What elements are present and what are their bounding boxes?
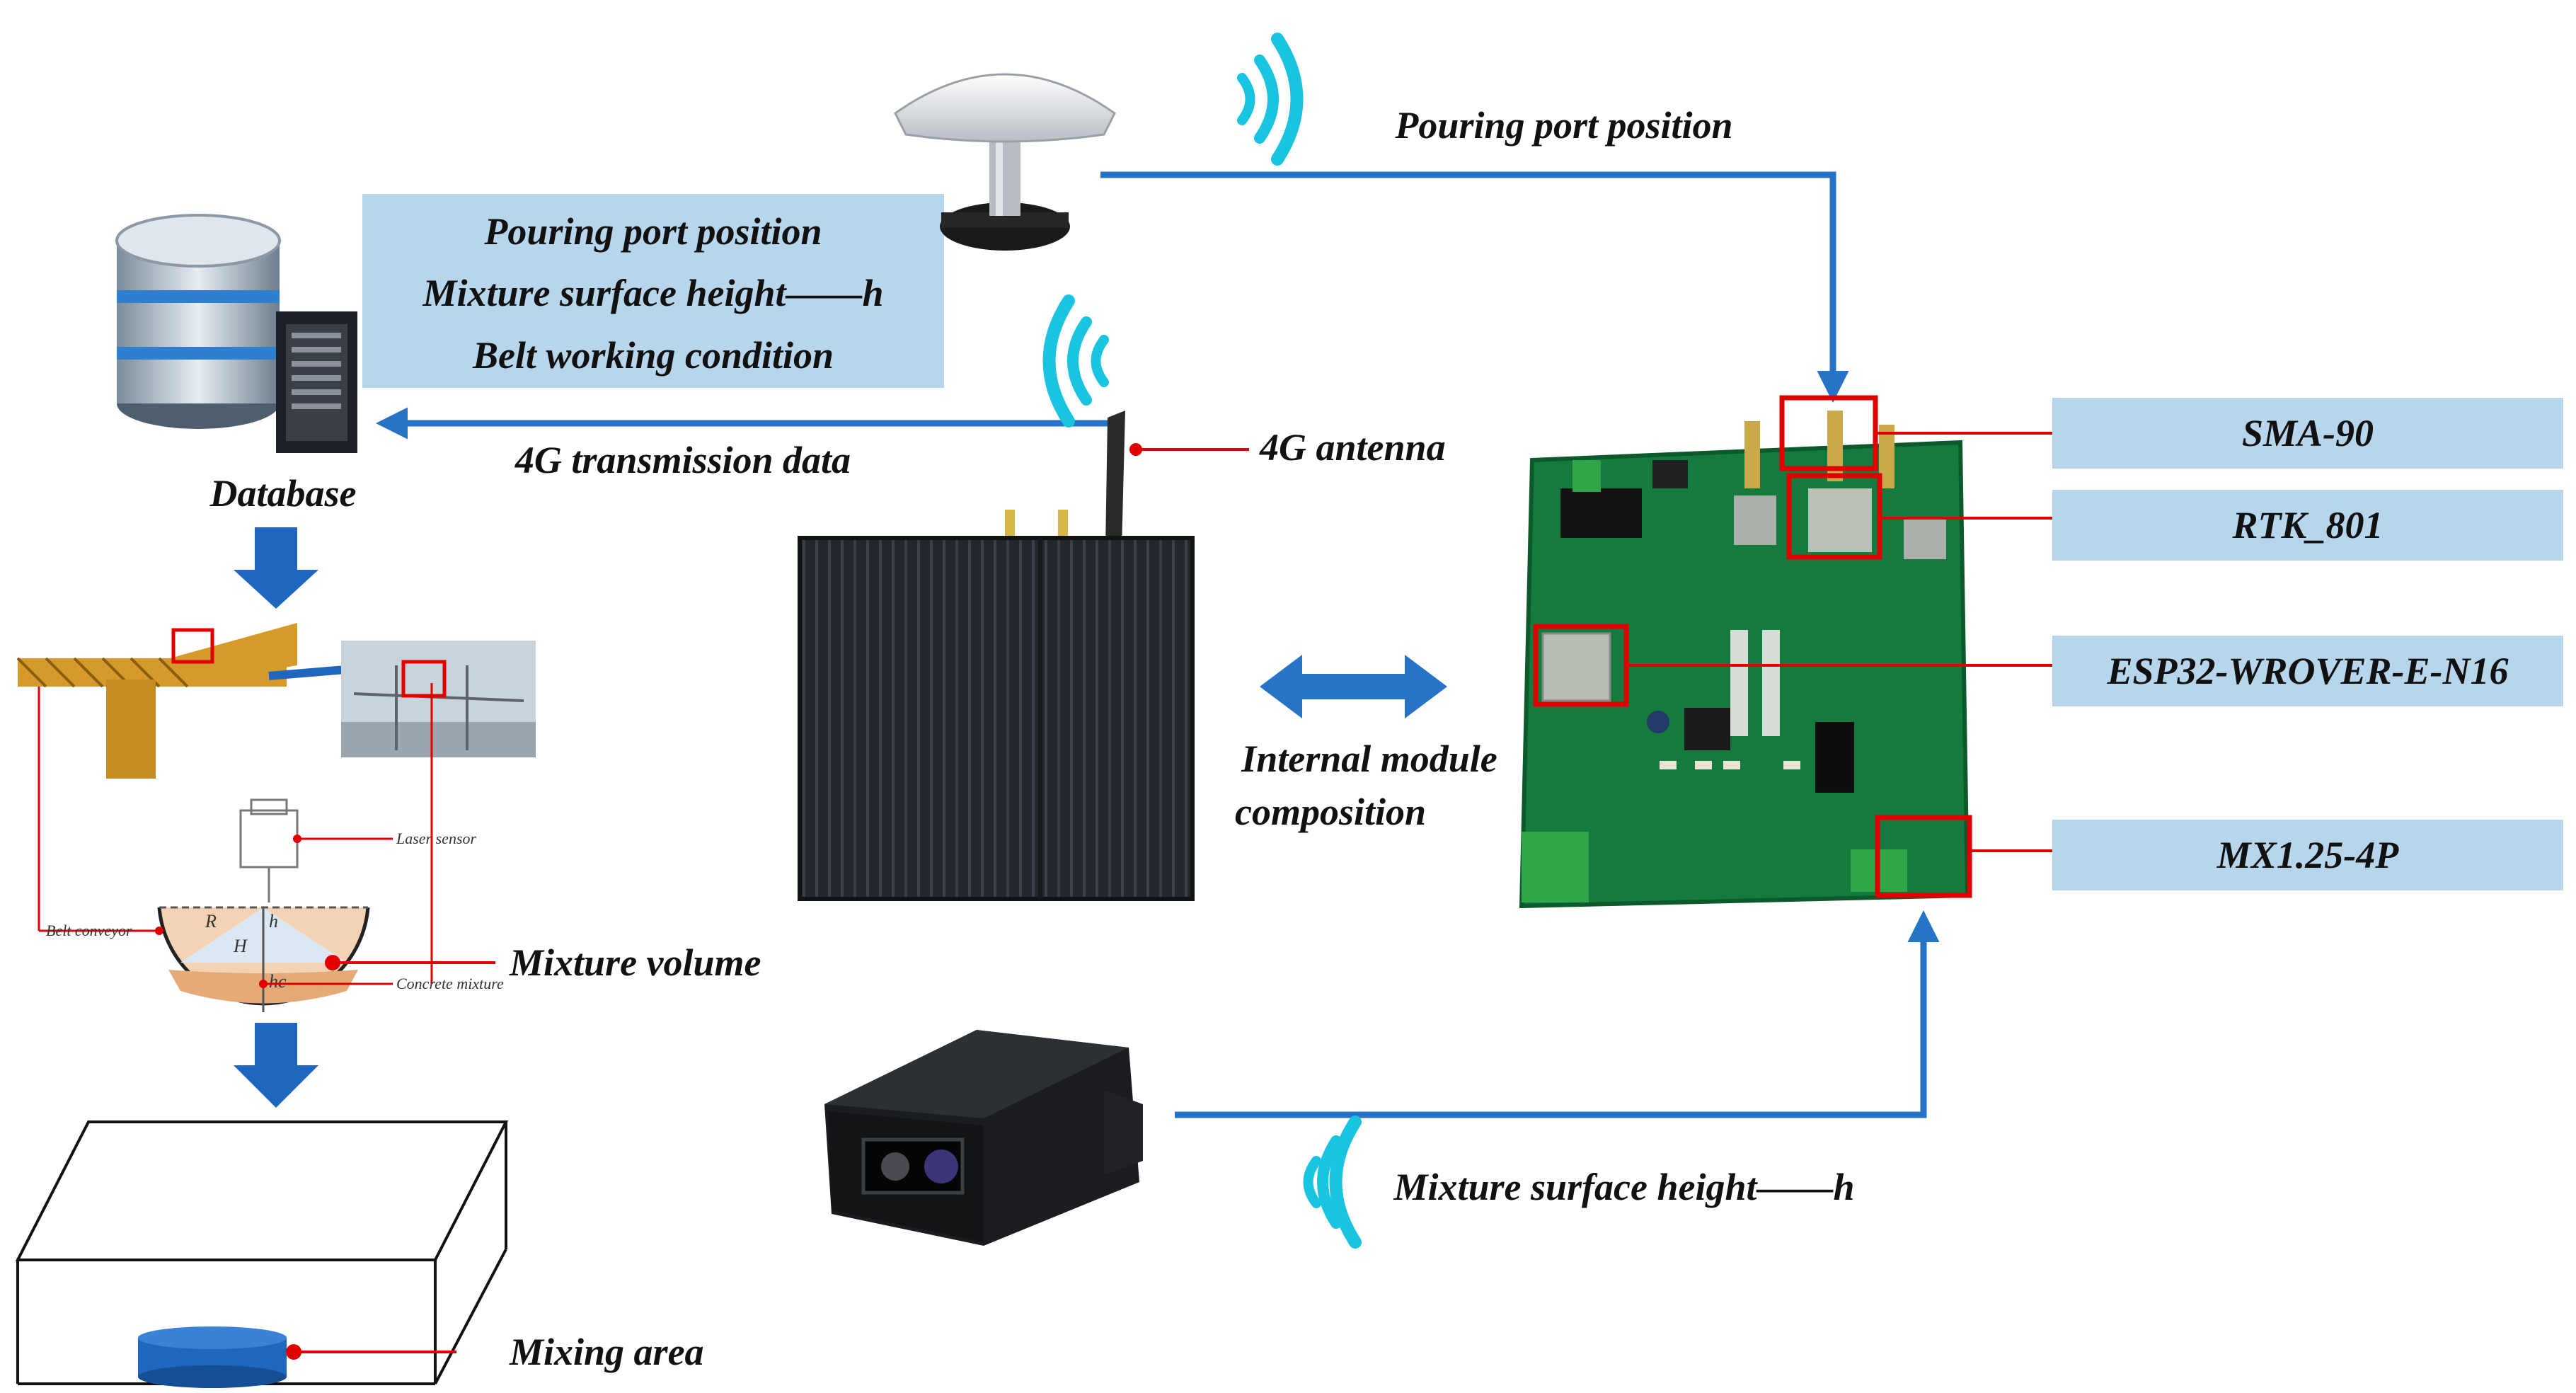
component-callouts xyxy=(1626,432,2052,852)
internal-label-1: Internal module xyxy=(1241,738,1497,780)
wifi-signal-icon xyxy=(1042,294,1109,428)
symbol-H: H xyxy=(233,936,248,956)
mixture-height-label: Mixture surface height——h xyxy=(1393,1166,1854,1208)
info-line-3: Belt working condition xyxy=(472,334,834,377)
component-mx: MX1.25-4P xyxy=(2216,834,2400,876)
router-box-icon xyxy=(798,411,1195,901)
internal-label-2: composition xyxy=(1235,791,1426,833)
pcb-board-icon xyxy=(1519,411,1970,909)
transmission-label: 4G transmission data xyxy=(514,439,851,481)
database-server-icon xyxy=(115,214,357,453)
laser-sensor-icon xyxy=(824,1030,1143,1246)
concrete-mixture-label: Concrete mixture xyxy=(396,975,504,992)
arrow-gnss-to-board xyxy=(1100,171,1849,403)
belt-cross-section xyxy=(157,906,370,1012)
down-arrow-icon xyxy=(234,527,318,609)
mixer-disc-icon xyxy=(138,1326,287,1388)
symbol-hc: hc xyxy=(269,971,287,992)
laser-sensor-schematic xyxy=(239,798,299,902)
component-rtk: RTK_801 xyxy=(2231,504,2383,546)
info-line-2: Mixture surface height——h xyxy=(422,272,883,314)
laser-sensor-label: Laser sensor xyxy=(396,830,477,847)
component-esp32: ESP32-WROVER-E-N16 xyxy=(2106,650,2508,692)
double-arrow-icon xyxy=(1260,655,1447,718)
connector-lines xyxy=(234,171,1940,1118)
highlight-mx xyxy=(1875,815,1972,898)
gnss-antenna-icon xyxy=(894,73,1116,251)
database-label: Database xyxy=(209,472,357,515)
symbol-h: h xyxy=(269,911,278,931)
mixing-area-label: Mixing area xyxy=(509,1331,704,1373)
wifi-signal-icon xyxy=(1237,33,1304,166)
wifi-signal-icon xyxy=(1303,1116,1362,1249)
highlight-rtk xyxy=(1786,473,1882,560)
belt-conveyor-label: Belt conveyor xyxy=(46,922,132,939)
antenna-label: 4G antenna xyxy=(1259,426,1446,469)
pouring-port-label: Pouring port position xyxy=(1394,104,1732,147)
arrow-sensor-to-board xyxy=(1175,910,1940,1118)
symbol-R: R xyxy=(205,911,217,931)
component-sma: SMA-90 xyxy=(2242,412,2374,454)
component-label-list: SMA-90 RTK_801 ESP32-WROVER-E-N16 MX1.25… xyxy=(2052,398,2563,890)
mixture-volume-label: Mixture volume xyxy=(509,941,761,984)
down-arrow-icon xyxy=(234,1023,318,1108)
tower-crane-icon xyxy=(16,623,536,779)
info-box xyxy=(362,194,944,388)
info-line-1: Pouring port position xyxy=(483,210,822,253)
